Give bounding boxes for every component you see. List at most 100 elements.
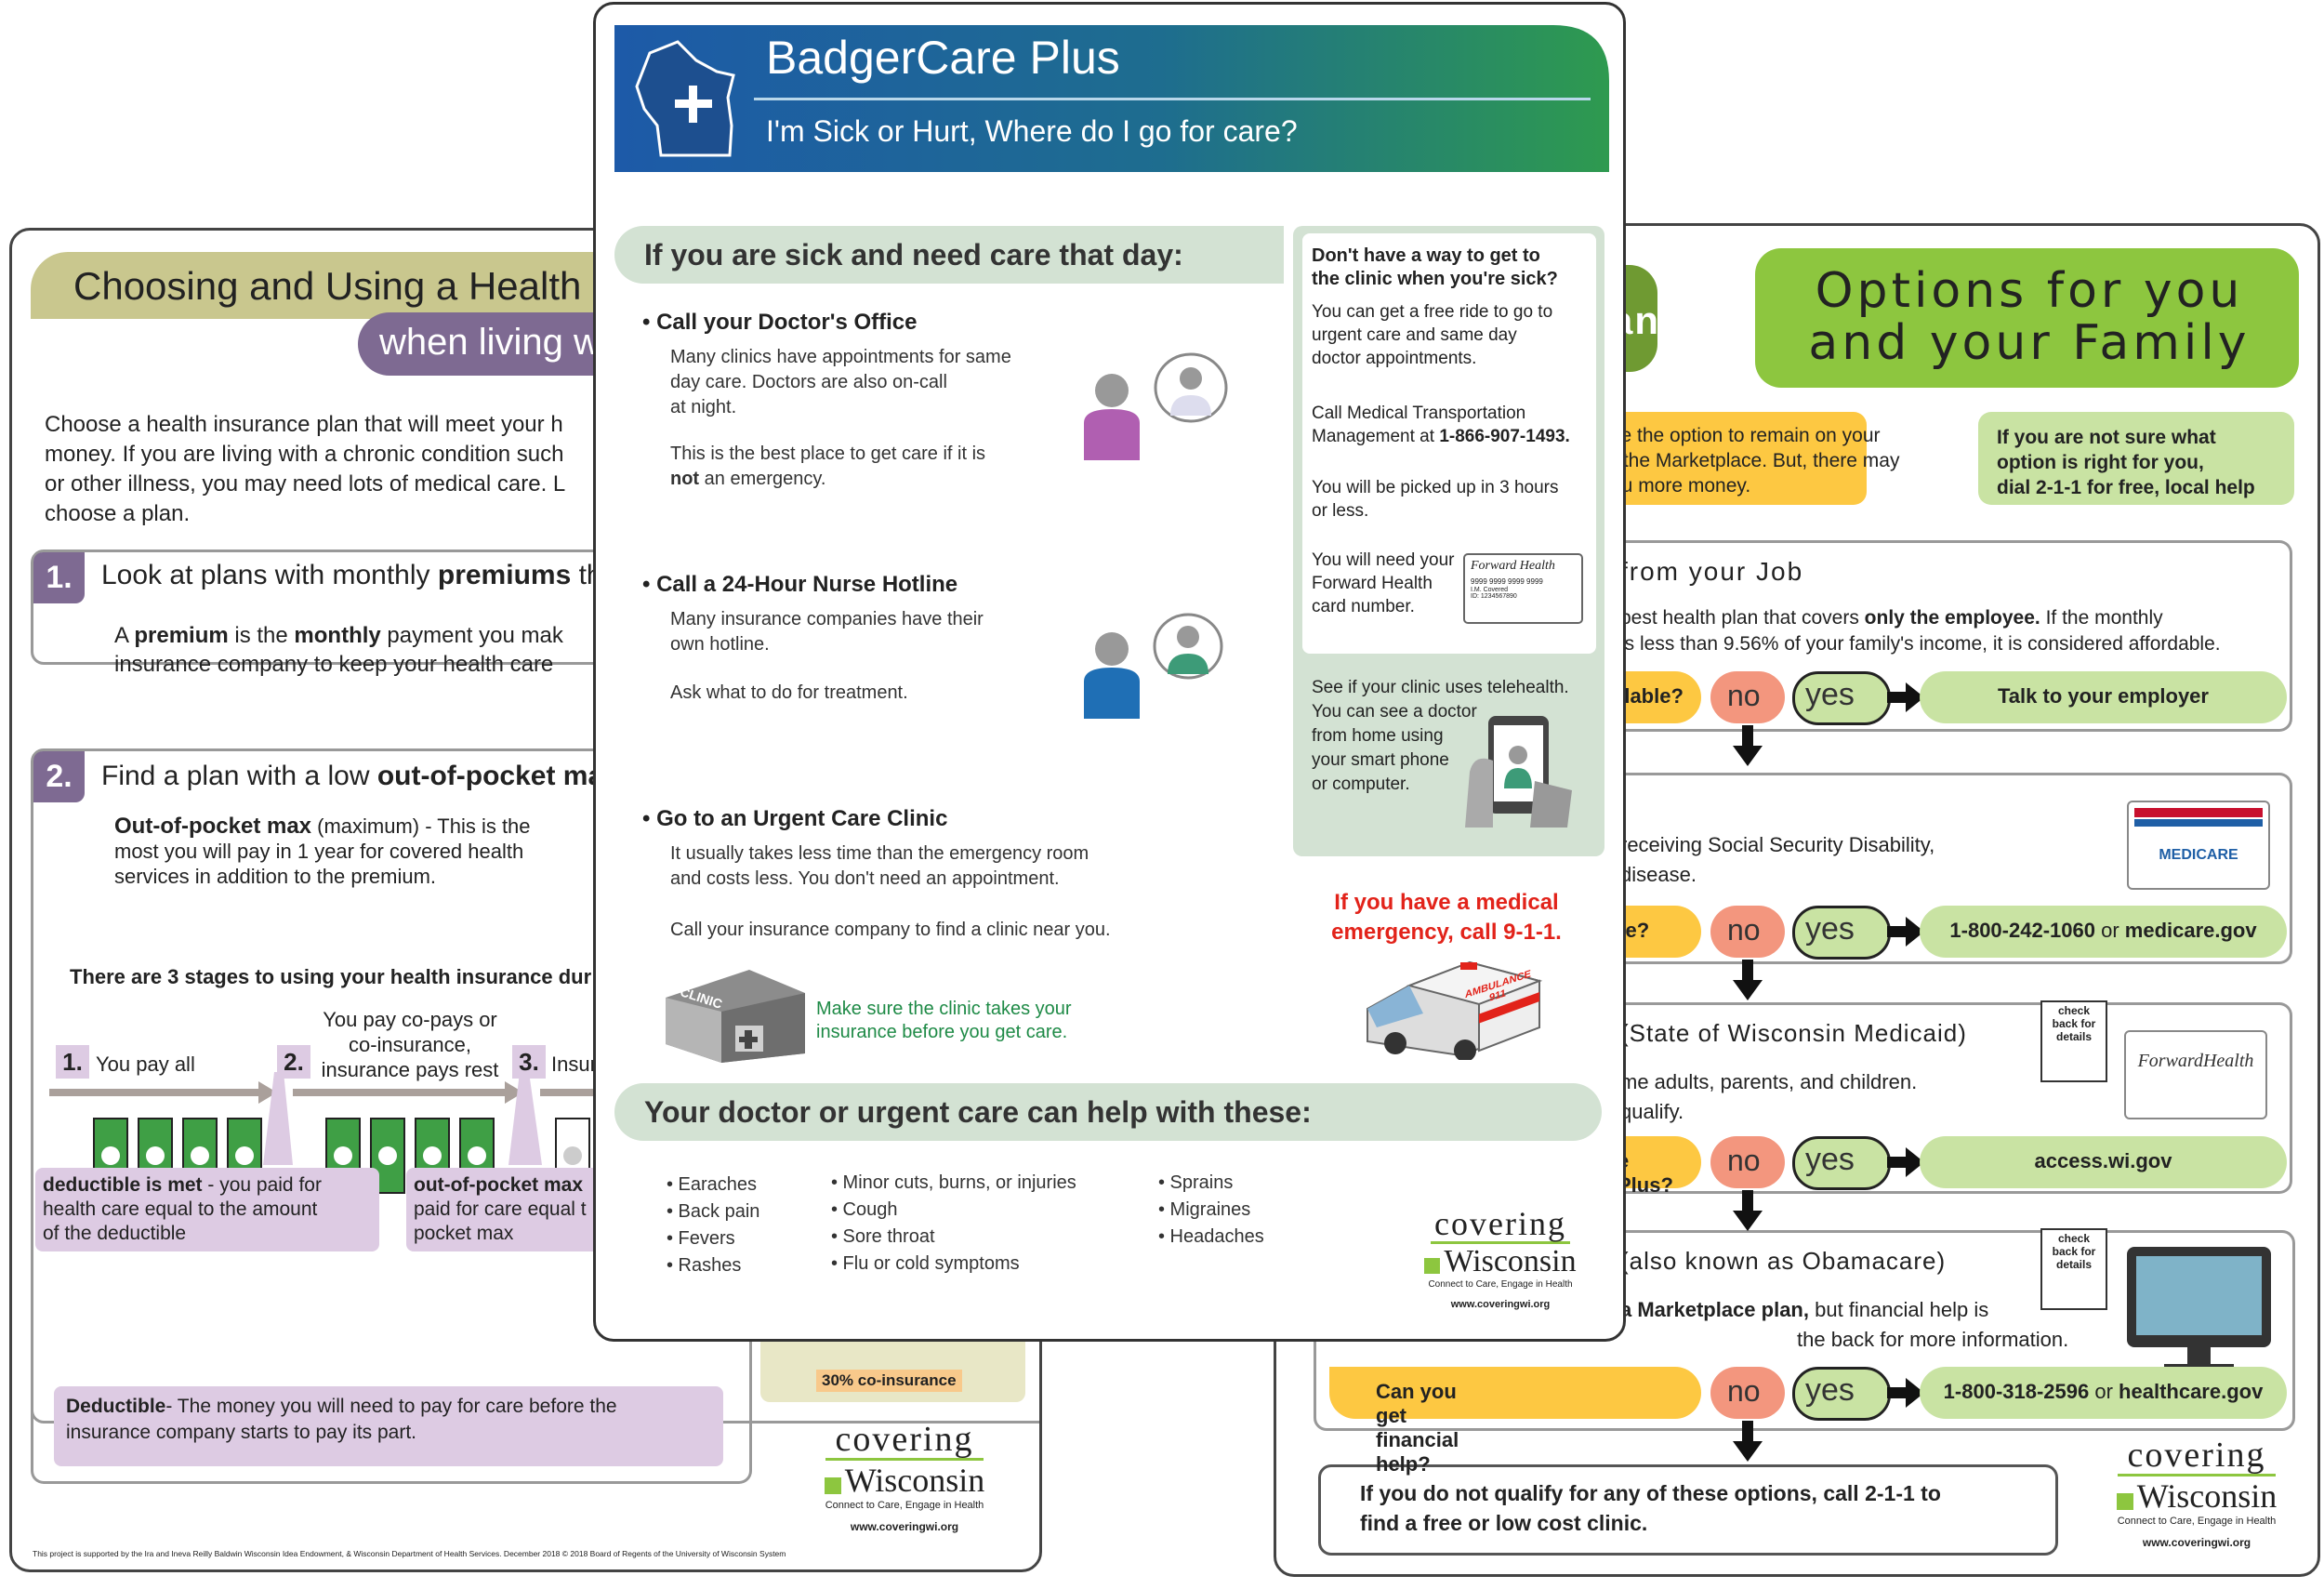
check-back-medicaid: check back for details xyxy=(2040,1000,2107,1082)
right-yellow-note: ve the option to remain on your r the Ma… xyxy=(1611,425,1900,497)
clinic-note: Make sure the clinic takes your insuranc… xyxy=(816,999,1072,1042)
answer-pill[interactable] xyxy=(1920,671,2287,723)
center-subtitle: I'm Sick or Hurt, Where do I go for care… xyxy=(766,114,1298,148)
stage-pointers xyxy=(263,1072,542,1165)
oop-met-box xyxy=(406,1168,611,1251)
logo-wisconsin: Wisconsin xyxy=(2136,1477,2278,1515)
item2-text: Many insurance companies have their own … xyxy=(670,609,984,655)
stage2-label: You pay co-pays or co-insurance, insuran… xyxy=(321,1008,499,1081)
check-back-marketplace: check back for details xyxy=(2040,1228,2107,1310)
medicaid-box xyxy=(1499,1002,2292,1194)
step1-number: 1. xyxy=(33,552,85,603)
item2-text2: Ask what to do for treatment. xyxy=(670,682,908,703)
deductible-definition-box xyxy=(54,1386,723,1466)
sidebar-p3: You will be picked up in 3 hours or less… xyxy=(1312,478,1559,521)
no-pill[interactable] xyxy=(1710,1367,1785,1419)
phone-call-doctor-icon xyxy=(1084,352,1228,460)
answer-text: Talk to your employer xyxy=(1920,684,2287,708)
sidebar-p2: Call Medical Transportation Management a… xyxy=(1312,402,1600,448)
stage3-label: Insur xyxy=(551,1053,597,1076)
left-logo: covering Wisconsin Connect to Care, Enga… xyxy=(798,1419,1011,1533)
symptoms-col1: • Earaches • Back pain • Fevers • Rashes xyxy=(667,1174,760,1276)
job-text: pest health plan that covers only the em… xyxy=(1620,605,2221,657)
deductible-def-bold: Deductible xyxy=(66,1396,166,1417)
medicaid-text: me adults, parents, and children. qualif… xyxy=(1620,1070,1918,1123)
clinic-building-icon xyxy=(666,970,805,1063)
sidebar-question: Don't have a way to get to the clinic wh… xyxy=(1312,245,1558,289)
item3-text: It usually takes less time than the emer… xyxy=(670,843,1089,889)
logo-covering: covering xyxy=(2127,1436,2266,1475)
no-label: no xyxy=(1727,679,1761,712)
no-pill[interactable] xyxy=(1710,1136,1785,1188)
yes-label: yes xyxy=(1805,1142,1855,1177)
yes-pill[interactable] xyxy=(1792,671,1891,725)
logo-url: www.coveringwi.org xyxy=(850,1520,959,1533)
logo-tagline: Connect to Care, Engage in Health xyxy=(1428,1279,1573,1290)
marketplace-line2: the back for more information. xyxy=(1797,1328,2069,1351)
answer-bold: 1-800-242-1060 xyxy=(1949,919,2095,942)
final-text: If you do not qualify for any of these o… xyxy=(1360,1481,1941,1535)
arrow-down-icon xyxy=(1733,1421,1763,1462)
deductible-definition: Deductible- The money you will need to p… xyxy=(66,1394,717,1446)
final-box xyxy=(1318,1464,2058,1556)
card-line3: ID: 1234567890 xyxy=(1471,593,1517,600)
step1-box xyxy=(31,550,1039,665)
answer-pill[interactable] xyxy=(1920,1367,2287,1419)
item2-heading: • Call a 24-Hour Nurse Hotline xyxy=(642,572,958,597)
step2-pre: Find a plan with a low xyxy=(101,761,377,791)
arrow-right-icon xyxy=(1887,682,1924,712)
right-tab-fragment: ance xyxy=(1611,298,1708,342)
emergency-text: If you have a medical emergency, call 9-… xyxy=(1331,890,1562,945)
coinsurance-label: 30% co-insurance xyxy=(816,1370,962,1392)
logo-url: www.coveringwi.org xyxy=(2142,1536,2251,1549)
yes-pill[interactable] xyxy=(1792,906,1891,960)
logo-wisconsin: Wisconsin xyxy=(844,1462,985,1499)
step1-pre: Look at plans with monthly xyxy=(101,560,438,590)
item1-text2-pre: This is the best place to get care if it… xyxy=(670,444,986,464)
medicare-box xyxy=(1499,773,2292,964)
arrow-right-icon xyxy=(1887,917,1924,947)
symptoms-col3: • Sprains • Migraines • Headaches xyxy=(1158,1172,1264,1247)
job-box xyxy=(1499,540,2292,732)
logo-tagline: Connect to Care, Engage in Health xyxy=(2117,1516,2277,1527)
stages-heading: There are 3 stages to using your health … xyxy=(70,965,592,988)
item1-text2-post: an emergency. xyxy=(699,469,826,489)
logo-wisconsin: Wisconsin xyxy=(1444,1244,1577,1278)
marketplace-rest: but financial help is xyxy=(1808,1298,1989,1321)
no-pill[interactable] xyxy=(1710,671,1785,723)
arrow-down-icon xyxy=(1733,1190,1763,1231)
answer-pill[interactable] xyxy=(1920,1136,2287,1188)
item1-text: Many clinics have appointments for same … xyxy=(670,347,1011,417)
step1-bold: premiums xyxy=(437,560,572,590)
step2-number: 2. xyxy=(33,751,85,802)
center-title: BadgerCare Plus xyxy=(766,32,1120,84)
smartphone-doctor-icon xyxy=(1465,716,1572,828)
section1-title: If you are sick and need care that day: xyxy=(644,238,1183,271)
answer-rest: or xyxy=(2094,919,2125,942)
center-sheet: BadgerCare Plus I'm Sick or Hurt, Where … xyxy=(593,2,1626,1342)
item3-text2: Call your insurance company to find a cl… xyxy=(670,920,1111,940)
center-header-bg xyxy=(614,25,1609,172)
oop-met-rest: paid for care equal t pocket max xyxy=(414,1198,587,1244)
job-post: If the monthly xyxy=(2040,607,2163,629)
job-pre: pest health plan that covers xyxy=(1620,607,1865,629)
right-green-note-box xyxy=(1978,412,2294,505)
card-line1: 9999 9999 9999 9999 xyxy=(1471,577,1543,586)
right-title: Options for you and your Family xyxy=(1808,263,2251,371)
deductible-met-box xyxy=(35,1168,379,1251)
yes-pill[interactable] xyxy=(1792,1136,1891,1190)
answer-pill[interactable] xyxy=(1920,906,2287,958)
premium-b1: premium xyxy=(134,623,229,648)
yes-pill[interactable] xyxy=(1792,1367,1891,1421)
marketplace-bold: a Marketplace plan, xyxy=(1620,1298,1809,1321)
no-label: no xyxy=(1727,1374,1761,1408)
no-label: no xyxy=(1727,1144,1761,1177)
stage1-arrow xyxy=(49,1081,277,1104)
forwardhealth-card: ForwardHealth xyxy=(2124,1030,2267,1119)
answer-bold2: healthcare.gov xyxy=(2119,1380,2264,1403)
no-pill[interactable] xyxy=(1710,906,1785,958)
answer-bold: access.wi.gov xyxy=(2034,1149,2172,1172)
right-green-note: If you are not sure what option is right… xyxy=(1997,427,2255,498)
yes-label: yes xyxy=(1805,677,1855,712)
no-label: no xyxy=(1727,913,1761,947)
